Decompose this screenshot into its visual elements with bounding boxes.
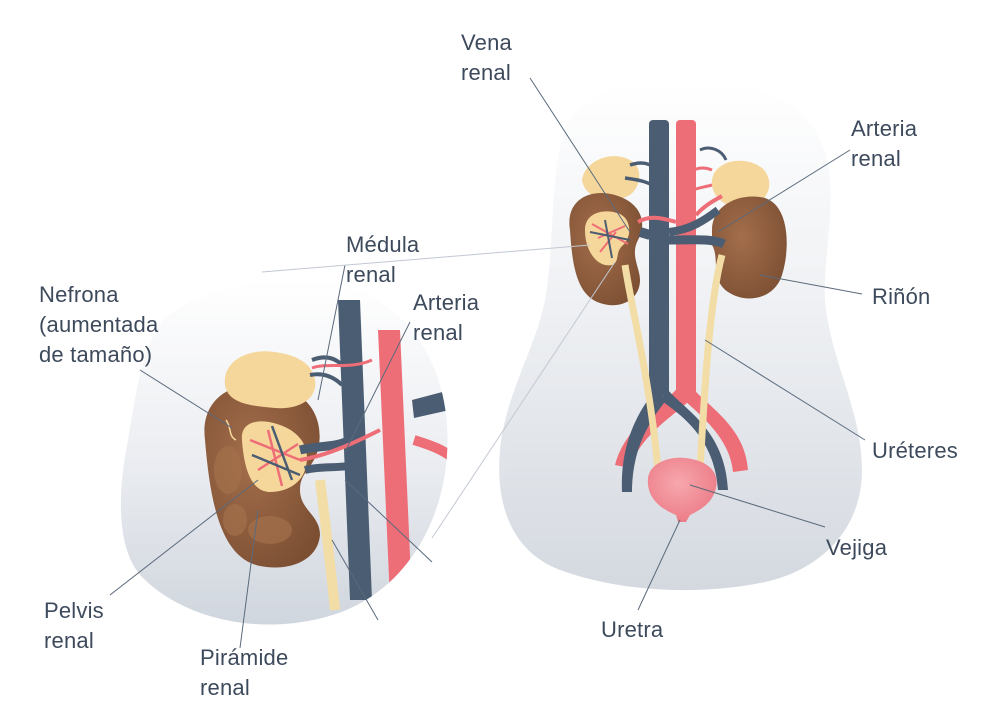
label-arteria-renal: Arteria renal [851, 116, 918, 171]
full-urinary-system [569, 120, 787, 522]
label-nefrona: Nefrona (aumentada de tamaño) [39, 282, 159, 367]
label-piramide-renal: Pirámide renal [200, 645, 289, 700]
label-uretra: Uretra [601, 617, 664, 642]
label-rinon: Riñón [872, 284, 931, 309]
leader-lines [109, 77, 866, 649]
label-vejiga: Vejiga [826, 535, 888, 560]
label-ureteres: Uréteres [872, 438, 958, 463]
label-arteria-renal-zoom: Arteria renal [413, 290, 480, 345]
label-medula-renal: Médula renal [346, 232, 420, 287]
label-vena-renal: Vena renal [461, 30, 512, 85]
zoomed-kidney [204, 300, 448, 611]
label-pelvis-renal: Pelvis renal [44, 598, 104, 653]
zoom-connector-lines [261, 244, 616, 539]
